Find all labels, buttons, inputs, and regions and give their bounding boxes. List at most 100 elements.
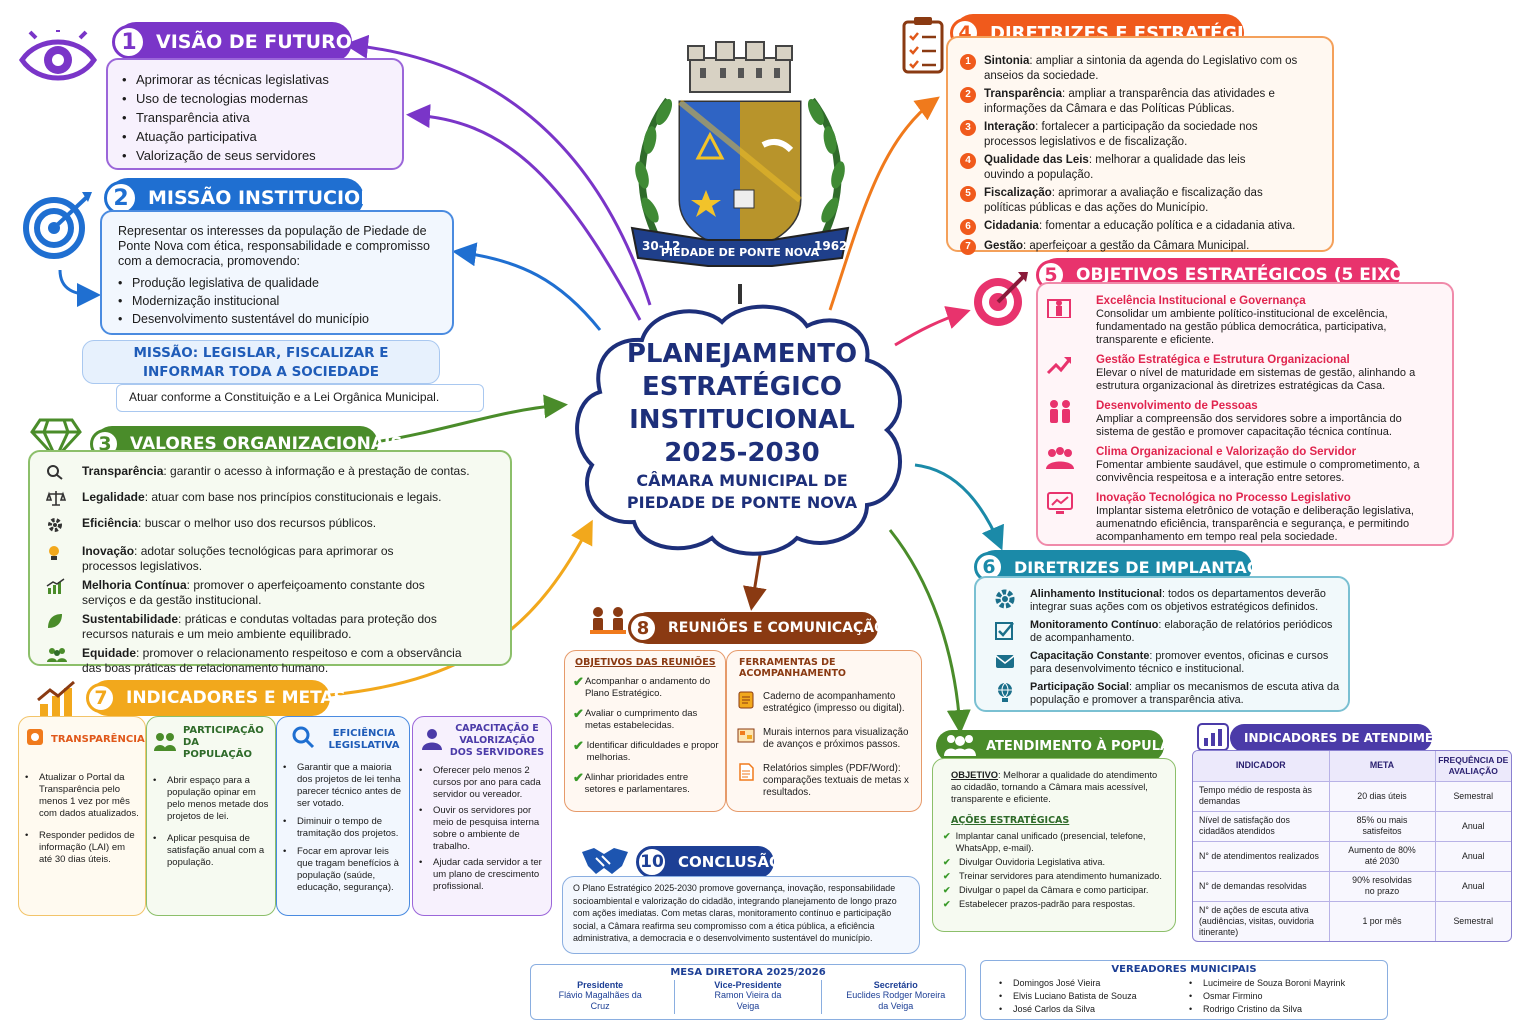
meetings-objectives-title: OBJETIVOS DAS REUNIÕES [575,657,716,668]
bar-chart-icon [36,680,80,723]
list-item: Responder pedidos de informação (LAI) em… [23,830,139,866]
table-cell: Anual [1435,871,1511,902]
checklist-icon [900,14,946,79]
check-item: ✔Implantar canal unificado (presencial, … [943,830,1169,854]
list-item: Aplicar pesquisa de satisfação anual com… [151,833,269,869]
check-text: Acompanhar o andamento do Plano Estratég… [584,676,711,699]
implementation-item: Monitoramento Contínuo: elaboração de re… [994,619,1342,645]
objective-title: Gestão Estratégica e Estrutura Organizac… [1096,354,1350,366]
scales-icon [45,490,82,510]
check-icon: ✔ [943,857,951,867]
objective-title: Inovação Tecnológica no Processo Legisla… [1096,492,1351,504]
section-3-box: Transparência: garantir o acesso à infor… [28,450,512,675]
mission-note-box: Atuar conforme a Constituição e a Lei Or… [116,384,484,412]
list-item: Atualizar o Portal da Transparência pelo… [23,772,139,820]
check-icon: ✔ [943,871,951,881]
check-text: Alinhar prioridades entre setores e parl… [584,772,690,795]
objective-text: Ampliar a compreensão dos servidores sob… [1096,413,1402,438]
check-icon: ✔ [573,770,584,785]
list-item: Oferecer pelo menos 2 cursos por ano par… [417,765,547,801]
col-header: EFICIÊNCIA LEGISLATIVA [328,727,400,751]
check-item: ✔Estabelecer prazos-padrão para resposta… [943,898,1169,910]
councillors-title: VEREADORES MUNICIPAIS [1111,964,1257,975]
list-item: Focar em aprovar leis que tragam benefíc… [281,846,405,894]
indicator-col-transparency: TRANSPARÊNCIA Atualizar o Portal da Tran… [18,716,146,916]
col-list: Abrir espaço para a população opinar em … [147,761,275,869]
member-name: Euclides Rodger Moreira da Veiga [846,990,946,1011]
board-member: Presidente Flávio Magalhães da Cruz [535,980,665,1014]
table-cell: Tempo médio de resposta às demandas [1193,781,1330,812]
value-text: : adotar soluções tecnológicas para apri… [82,544,394,573]
tracking-tools-box: FERRAMENTAS DE ACOMPANHAMENTO Caderno de… [726,650,922,812]
table-cell: 90% resolvidas no prazo [1329,871,1436,902]
value-text: : buscar o melhor uso dos recursos públi… [138,516,377,530]
list-item: Garantir que a maioria dos projetos de l… [281,762,405,810]
table-row: Nível de satisfação dos cidadãos atendid… [1193,811,1511,842]
list-item: Ouvir os servidores por meio de pesquisa… [417,805,547,853]
councillors-box: VEREADORES MUNICIPAIS Domingos José Viei… [980,960,1388,1020]
value-text: : práticas e condutas voltadas para prot… [82,612,437,641]
check-text: Avaliar o cumprimento das metas estabele… [584,708,698,731]
guideline-item: 6 Cidadania: fomentar a educação polític… [960,219,1324,235]
objective-text: Fomentar ambiente saudável, que estimule… [1096,459,1420,484]
section-5-title: OBJETIVOS ESTRATÉGICOS (5 EIXOS) [1076,265,1425,285]
gear-icon [994,588,1030,614]
col-list: Garantir que a maioria dos projetos de l… [277,754,409,894]
guideline-number: 7 [960,239,976,255]
meetings-objectives-box: OBJETIVOS DAS REUNIÕES ✔Acompanhar o and… [564,650,726,812]
value-item: Eficiência: buscar o melhor uso dos recu… [46,516,502,538]
checkbox-chart-icon [994,619,1030,645]
list-item: Diminuir o tempo de tramitação dos proje… [281,816,405,840]
objective-title: Clima Organizacional e Valorização do Se… [1096,446,1357,458]
service-title: ATENDIMENTO À POPULAÇÃO [986,738,1201,754]
section-1-title: VISÃO DE FUTURO [156,31,352,53]
board-member: Vice-Presidente Ramon Vieira da Veiga [683,980,813,1014]
tool-item: Murais internos para visualização de ava… [737,727,915,751]
table-cell: Semestral [1453,915,1494,926]
councillors-list-left: Domingos José Vieira Elvis Luciano Batis… [997,977,1187,1016]
leaf-icon [46,612,82,634]
tool-text: Relatórios simples (PDF/Word): comparaçõ… [763,763,909,798]
crest-left-date: 30-12 [642,239,680,253]
gear-icon [46,516,82,538]
table-row: N° de demandas resolvidas 90% resolvidas… [1193,871,1511,902]
councillor-name: José Carlos da Silva [997,1003,1187,1016]
board-icon [737,727,763,749]
central-title-cloud: PLANEJAMENTO ESTRATÉGICO INSTITUCIONAL 2… [572,300,912,558]
guideline-name: Transparência [984,88,1062,100]
list-item: Uso de tecnologias modernas [120,89,402,108]
target-icon [20,188,98,265]
center-title: PLANEJAMENTO ESTRATÉGICO INSTITUCIONAL 2… [626,339,858,468]
monitor-icon [1046,491,1096,520]
indicators-table: INDICADOR META FREQUÊNCIA DE AVALIAÇÃO T… [1193,751,1511,941]
value-name: Legalidade [82,490,145,504]
councillor-name: Domingos José Vieira [997,977,1187,990]
check-item: ✔Acompanhar o andamento do Plano Estraté… [573,675,721,700]
section-2-title: MISSÃO INSTITUCIONAL [148,187,403,209]
check-item: ✔Divulgar o papel da Câmara e como parti… [943,884,1169,896]
people-icon [1046,399,1096,428]
section-7-number: 7 [86,683,116,713]
guideline-text: : aprimorar a avaliação e fiscalização d… [984,187,1263,214]
guideline-text: : melhorar a qualidade das leis ouvindo … [984,154,1246,181]
check-item: ✔Alinhar prioridades entre setores e par… [573,770,721,796]
service-box: OBJETIVO: Melhorar a qualidade do atendi… [932,758,1176,932]
col-list: Oferecer pelo menos 2 cursos por ano par… [413,759,551,893]
value-name: Equidade [82,646,137,660]
column-header: META [1329,751,1436,782]
list-item: Modernização institucional [116,292,452,310]
section-4-box: 1 Sintonia: ampliar a sintonia da agenda… [946,36,1334,255]
check-icon: ✔ [943,899,951,909]
table-cell: N° de ações de escuta ativa (audiências,… [1193,901,1330,941]
tool-text: Murais internos para visualização de ava… [763,727,909,750]
guideline-number: 1 [960,54,976,70]
councillor-name: Osmar Firmino [1187,990,1377,1003]
report-icon [737,763,763,785]
section-10-title: CONCLUSÃO [678,853,782,871]
conclusion-box: O Plano Estratégico 2025-2030 promove go… [562,876,920,954]
objective-title: Excelência Institucional e Governança [1096,295,1306,307]
people-icon [153,731,177,756]
mission-note: Atuar conforme a Constituição e a Lei Or… [129,390,440,404]
guideline-number: 6 [960,219,976,235]
